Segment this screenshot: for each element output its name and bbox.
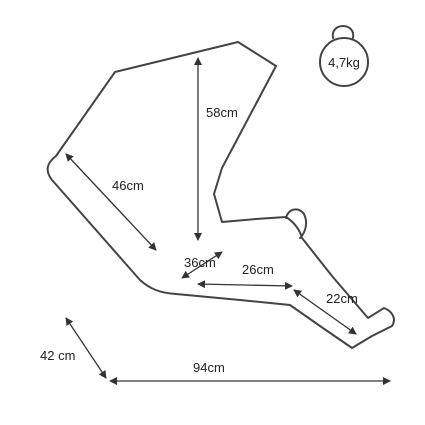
kettlebell-icon: 4,7kg [319, 25, 369, 87]
leg-rest-dimension-line [293, 289, 357, 335]
leg-rest-label: 22cm [326, 291, 358, 306]
back-diagonal-label: 46cm [112, 178, 144, 193]
back-height-label: 58cm [206, 105, 238, 120]
seat-width-dimension-line [181, 251, 223, 279]
total-length-label: 94cm [193, 360, 225, 375]
seat-width-label: 36cm [184, 255, 216, 270]
height-label: 42 cm [40, 348, 75, 363]
seat-depth-dimension-line [197, 280, 293, 290]
height-dimension-line [65, 317, 107, 379]
lounger-handle [285, 208, 308, 239]
seat-depth-label: 26cm [242, 262, 274, 277]
back-diagonal-dimension-line [65, 153, 157, 251]
lounger-outline [46, 41, 395, 349]
weight-label: 4,7kg [328, 55, 360, 70]
